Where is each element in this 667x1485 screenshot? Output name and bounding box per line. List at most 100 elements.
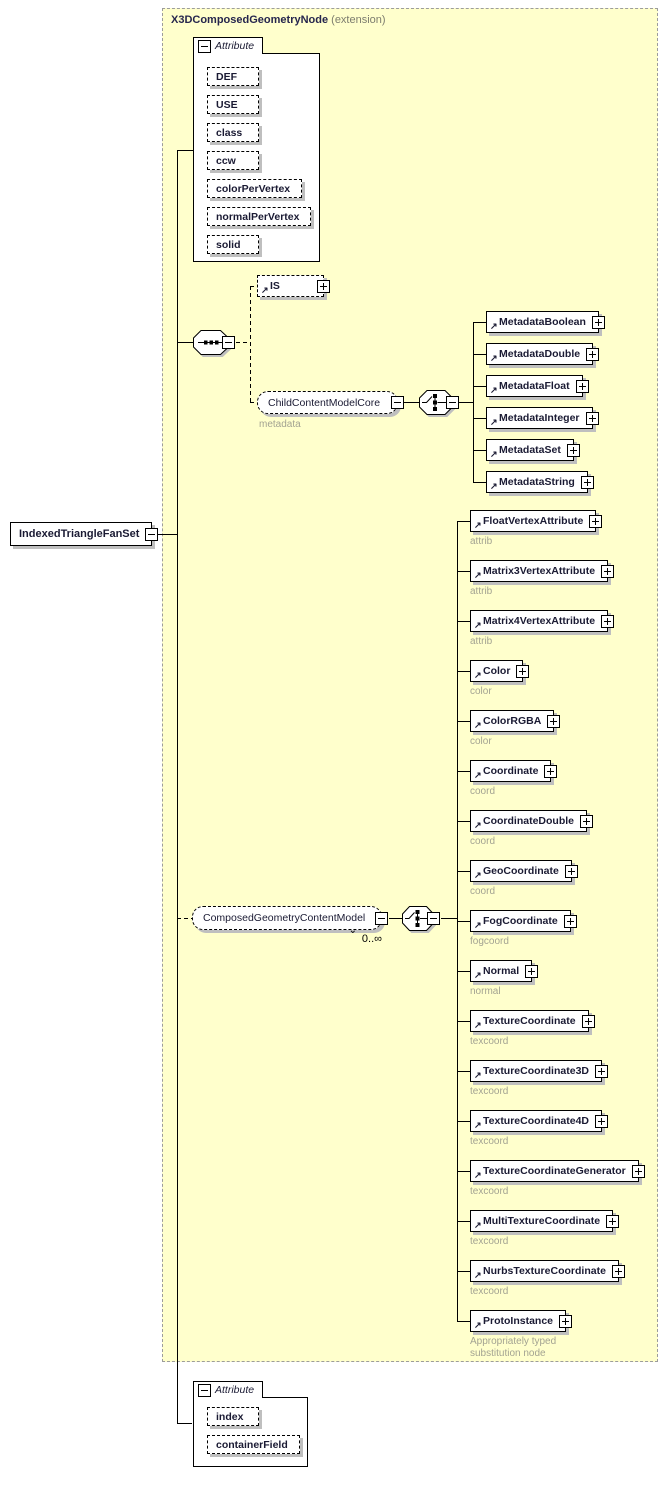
expand-plus-icon[interactable]: [580, 814, 593, 828]
expand-plus-icon[interactable]: [581, 1014, 595, 1028]
expand-plus-icon[interactable]: [563, 914, 577, 928]
ref-arrow-icon: [490, 377, 499, 395]
field-label: metadata: [259, 419, 301, 430]
expand-plus-icon[interactable]: [589, 514, 603, 528]
ref-arrow-icon: [474, 862, 483, 880]
expand-plus-icon[interactable]: [631, 1164, 645, 1178]
element-CoordinateDouble[interactable]: CoordinateDouble: [470, 810, 593, 832]
attr-containerField[interactable]: containerField: [207, 1435, 300, 1454]
element-NurbsTextureCoordinate[interactable]: NurbsTextureCoordinate: [470, 1260, 625, 1282]
attribute-group-label: Attribute: [215, 1384, 255, 1396]
repeat-chevron-icon: ⌄: [348, 925, 357, 936]
expand-plus-icon[interactable]: [575, 379, 589, 393]
attribute-group-bottom-tab[interactable]: Attribute: [193, 1381, 263, 1398]
collapse-minus-icon[interactable]: [391, 396, 404, 409]
expand-plus-icon[interactable]: [585, 411, 599, 425]
element-MetadataInteger[interactable]: MetadataInteger: [486, 407, 599, 429]
expand-plus-icon[interactable]: [586, 347, 600, 361]
element-GeoCoordinate[interactable]: GeoCoordinate: [470, 860, 578, 882]
expand-plus-icon[interactable]: [611, 1264, 625, 1278]
attr-ccw[interactable]: ccw: [207, 151, 259, 170]
group-name: ComposedGeometryContentModel: [203, 912, 366, 924]
collapse-minus-icon[interactable]: [145, 527, 159, 541]
element-MultiTextureCoordinate[interactable]: MultiTextureCoordinate: [470, 1210, 620, 1232]
element-FloatVertexAttribute[interactable]: FloatVertexAttribute: [470, 510, 603, 532]
expand-plus-icon[interactable]: [601, 564, 615, 578]
metadata-children-list: MetadataBoolean MetadataDouble MetadataF…: [486, 311, 605, 503]
collapse-minus-icon[interactable]: [427, 912, 440, 925]
expand-plus-icon[interactable]: [566, 443, 580, 457]
expand-plus-icon[interactable]: [559, 1314, 573, 1328]
expand-plus-icon[interactable]: [544, 764, 558, 778]
element-FogCoordinate[interactable]: FogCoordinate: [470, 910, 577, 932]
expand-plus-icon[interactable]: [601, 614, 615, 628]
ref-arrow-icon: [474, 562, 483, 580]
element-MetadataString[interactable]: MetadataString: [486, 471, 594, 493]
element-Color[interactable]: Color: [470, 660, 530, 682]
element-ColorRGBA[interactable]: ColorRGBA: [470, 710, 561, 732]
element-TextureCoordinateGenerator[interactable]: TextureCoordinateGenerator: [470, 1160, 645, 1182]
ref-arrow-icon: [490, 313, 499, 331]
field-label: attrib: [470, 636, 493, 647]
field-label: texcoord: [470, 1136, 509, 1147]
attr-colorPerVertex[interactable]: colorPerVertex: [207, 179, 303, 198]
expand-plus-icon[interactable]: [547, 714, 561, 728]
expand-plus-icon[interactable]: [525, 964, 539, 978]
choice-connector-icon[interactable]: [402, 906, 434, 931]
collapse-minus-icon[interactable]: [198, 39, 211, 53]
element-TextureCoordinate4D[interactable]: TextureCoordinate4D: [470, 1110, 608, 1132]
root-element-box[interactable]: IndexedTriangleFanSet: [10, 522, 159, 546]
collapse-minus-icon[interactable]: [446, 396, 459, 409]
group-name: ChildContentModelCore: [268, 396, 381, 409]
attribute-list-top: DEF USE class ccw colorPerVertex normalP…: [207, 67, 312, 263]
element-MetadataSet[interactable]: MetadataSet: [486, 439, 580, 461]
attr-class[interactable]: class: [207, 123, 259, 142]
element-IS[interactable]: IS: [257, 275, 330, 297]
element-Matrix3VertexAttribute[interactable]: Matrix3VertexAttribute: [470, 560, 615, 582]
ref-arrow-icon: [474, 962, 483, 980]
ref-arrow-icon: [474, 662, 483, 680]
attribute-list-bottom: index containerField: [207, 1407, 300, 1463]
expand-plus-icon[interactable]: [595, 1064, 608, 1078]
ref-arrow-icon: [490, 473, 499, 491]
attr-index[interactable]: index: [207, 1407, 259, 1426]
attribute-group-top-tab[interactable]: Attribute: [193, 37, 263, 54]
field-label: coord: [470, 836, 496, 847]
attr-DEF[interactable]: DEF: [207, 67, 259, 86]
extension-title-name: X3DComposedGeometryNode: [171, 14, 329, 26]
element-Normal[interactable]: Normal: [470, 960, 539, 982]
element-TextureCoordinate3D[interactable]: TextureCoordinate3D: [470, 1060, 608, 1082]
group-ChildContentModelCore[interactable]: ChildContentModelCore: [257, 391, 404, 414]
element-Coordinate[interactable]: Coordinate: [470, 760, 558, 782]
field-label: attrib: [470, 586, 493, 597]
expand-plus-icon[interactable]: [580, 475, 594, 489]
group-ComposedGeometryContentModel[interactable]: ComposedGeometryContentModel ⌄: [192, 906, 388, 936]
ref-arrow-icon: [490, 441, 499, 459]
element-MetadataDouble[interactable]: MetadataDouble: [486, 343, 600, 365]
expand-plus-icon[interactable]: [595, 1114, 608, 1128]
element-TextureCoordinate[interactable]: TextureCoordinate: [470, 1010, 595, 1032]
geometry-children-list: FloatVertexAttribute attrib Matrix3Vertex…: [470, 510, 645, 1360]
element-Matrix4VertexAttribute[interactable]: Matrix4VertexAttribute: [470, 610, 615, 632]
ref-arrow-icon: [474, 1262, 483, 1280]
expand-plus-icon[interactable]: [564, 864, 578, 878]
collapse-minus-icon[interactable]: [222, 336, 235, 349]
expand-plus-icon[interactable]: [591, 315, 605, 329]
attr-USE[interactable]: USE: [207, 95, 259, 114]
expand-plus-icon[interactable]: [606, 1214, 620, 1228]
ref-arrow-icon: [474, 1312, 483, 1330]
element-ProtoInstance[interactable]: ProtoInstance: [470, 1310, 573, 1332]
expand-plus-icon[interactable]: [516, 664, 530, 678]
field-label: texcoord: [470, 1086, 509, 1097]
element-MetadataFloat[interactable]: MetadataFloat: [486, 375, 589, 397]
occurrence-label: 0..∞: [361, 933, 382, 945]
collapse-minus-icon[interactable]: [198, 1383, 211, 1397]
ref-arrow-icon: [474, 912, 483, 930]
element-MetadataBoolean[interactable]: MetadataBoolean: [486, 311, 605, 333]
attr-normalPerVertex[interactable]: normalPerVertex: [207, 207, 312, 226]
collapse-minus-icon[interactable]: [375, 911, 388, 925]
sequence-connector-icon[interactable]: [193, 330, 229, 355]
expand-plus-icon[interactable]: [317, 279, 330, 293]
attr-solid[interactable]: solid: [207, 235, 259, 254]
